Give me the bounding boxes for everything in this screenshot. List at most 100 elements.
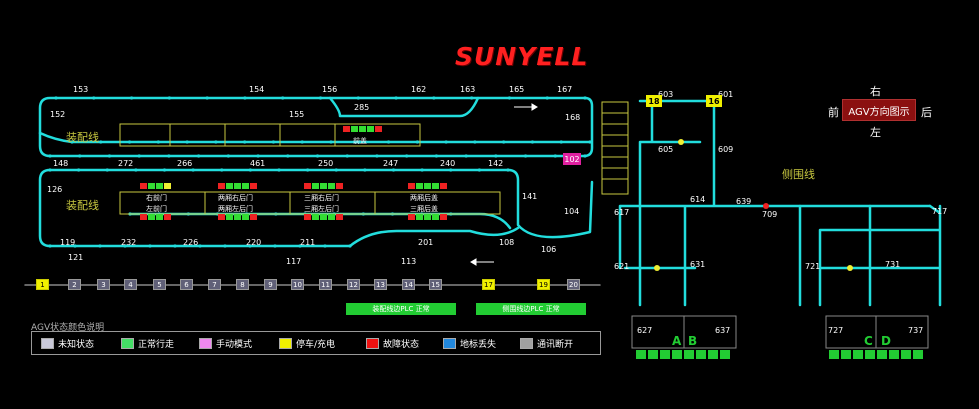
track-dot — [363, 168, 367, 172]
station-box[interactable]: 18 — [646, 95, 662, 107]
legend-label: 故障状态 — [383, 340, 420, 350]
node-label: 639 — [736, 197, 752, 206]
agv-status-cell[interactable]: 19 — [537, 279, 550, 290]
track-dot — [318, 96, 323, 100]
node-label: 117 — [286, 257, 302, 266]
agv-indicator[interactable] — [408, 183, 447, 189]
track-dot — [123, 244, 127, 248]
track-dot — [185, 140, 189, 144]
track-dot — [530, 140, 535, 144]
track-dot — [477, 168, 481, 172]
agv-status-cell[interactable]: 15 — [429, 279, 442, 290]
node-label: 226 — [183, 238, 199, 247]
agv-status-cell[interactable]: 7 — [208, 279, 221, 290]
agv-indicator[interactable] — [140, 183, 171, 189]
node-label: 168 — [565, 113, 581, 122]
track-dot — [470, 96, 474, 100]
upper-bypass-track — [328, 96, 480, 118]
agv-status-cell[interactable]: 4 — [124, 279, 137, 290]
agv-status-cell[interactable]: 8 — [236, 279, 249, 290]
track-dot — [415, 140, 419, 144]
node-label: 605 — [658, 145, 674, 154]
track-dot — [162, 168, 167, 172]
legend-item: 正常行走 — [121, 337, 174, 350]
node-label: 141 — [522, 192, 538, 201]
plc-status-sidewall: 侧围线边PLC 正常 — [476, 303, 586, 315]
track-dot — [281, 96, 285, 100]
zone-label: A — [672, 334, 682, 348]
legend-label: 手动模式 — [216, 340, 253, 350]
track-dot — [507, 96, 512, 100]
agv-name: 三厢左后门 — [304, 205, 339, 213]
track-dot — [286, 154, 290, 158]
agv-status-cell[interactable]: 13 — [374, 279, 387, 290]
agv-status-cell[interactable]: 11 — [319, 279, 332, 290]
legend-item: 地标丢失 — [443, 337, 496, 350]
node-label: 155 — [289, 110, 305, 119]
track-dot — [420, 168, 424, 172]
agv-direction-button[interactable]: AGV方向图示 — [842, 99, 916, 121]
agv-name: 两厢左后门 — [218, 205, 253, 213]
node-label: 142 — [488, 159, 504, 168]
agv-status-cell[interactable]: 12 — [347, 279, 360, 290]
agv-status-cell[interactable]: 2 — [68, 279, 81, 290]
agv-name: 右前门 — [146, 194, 167, 202]
track-dot — [243, 96, 247, 100]
node-label: 201 — [418, 238, 434, 247]
agv-status-cell[interactable]: 3 — [97, 279, 110, 290]
agv-indicator[interactable] — [304, 183, 343, 189]
legend-label: 未知状态 — [58, 340, 95, 350]
agv-indicator[interactable] — [140, 214, 171, 220]
agv-status-cell[interactable]: 9 — [264, 279, 277, 290]
track-dot — [48, 244, 52, 248]
track-dot — [434, 154, 438, 158]
node-label: 709 — [762, 210, 778, 219]
track-dot — [323, 244, 327, 248]
track-dot — [156, 140, 160, 144]
track-dot — [348, 244, 352, 248]
agv-indicator[interactable] — [218, 214, 257, 220]
legend-swatch — [279, 338, 292, 349]
track-dot — [506, 168, 510, 172]
agv-status-cell[interactable]: 10 — [291, 279, 304, 290]
track-dots — [48, 96, 592, 248]
track-dot — [214, 140, 218, 144]
agv-status-cell[interactable]: 14 — [402, 279, 415, 290]
agv-indicator[interactable] — [304, 214, 343, 220]
node-label: 240 — [440, 159, 456, 168]
node-label: 113 — [401, 257, 417, 266]
node-label: 272 — [118, 159, 134, 168]
upper-loop-track — [38, 96, 594, 158]
agv-indicator[interactable] — [343, 126, 382, 132]
track-dot — [256, 154, 260, 158]
agv-name: 三厢后盖 — [410, 205, 438, 213]
agv-status-cell[interactable]: 5 — [153, 279, 166, 290]
agv-indicator[interactable] — [408, 214, 447, 220]
agv-name: 前盖 — [353, 137, 367, 145]
track-dot — [191, 168, 195, 172]
agv-status-cell[interactable]: 17 — [482, 279, 495, 290]
station-box[interactable]: 16 — [706, 95, 722, 107]
track-dot — [405, 154, 409, 158]
agv-status-cell[interactable]: 6 — [180, 279, 193, 290]
agv-name: 两厢右后门 — [218, 194, 253, 202]
agv-indicator[interactable] — [218, 183, 257, 189]
track-dot — [473, 140, 477, 144]
track-dot — [298, 244, 302, 248]
track-dot — [248, 168, 252, 172]
node-label: 631 — [690, 260, 706, 269]
legend-box — [31, 331, 601, 355]
agv-status-cell[interactable]: 20 — [567, 279, 580, 290]
track-dot — [167, 96, 171, 100]
track-dot — [70, 140, 74, 144]
agv-status-cell[interactable]: 1 — [36, 279, 49, 290]
node-label: 247 — [383, 159, 399, 168]
track-dot — [386, 140, 391, 144]
node-badge[interactable]: 102 — [563, 153, 581, 165]
parked-point — [654, 265, 660, 271]
node-label: 461 — [250, 159, 266, 168]
node-label: 621 — [614, 262, 630, 271]
track-dot — [92, 96, 96, 100]
track-dot — [273, 244, 277, 248]
node-label: 108 — [499, 238, 515, 247]
